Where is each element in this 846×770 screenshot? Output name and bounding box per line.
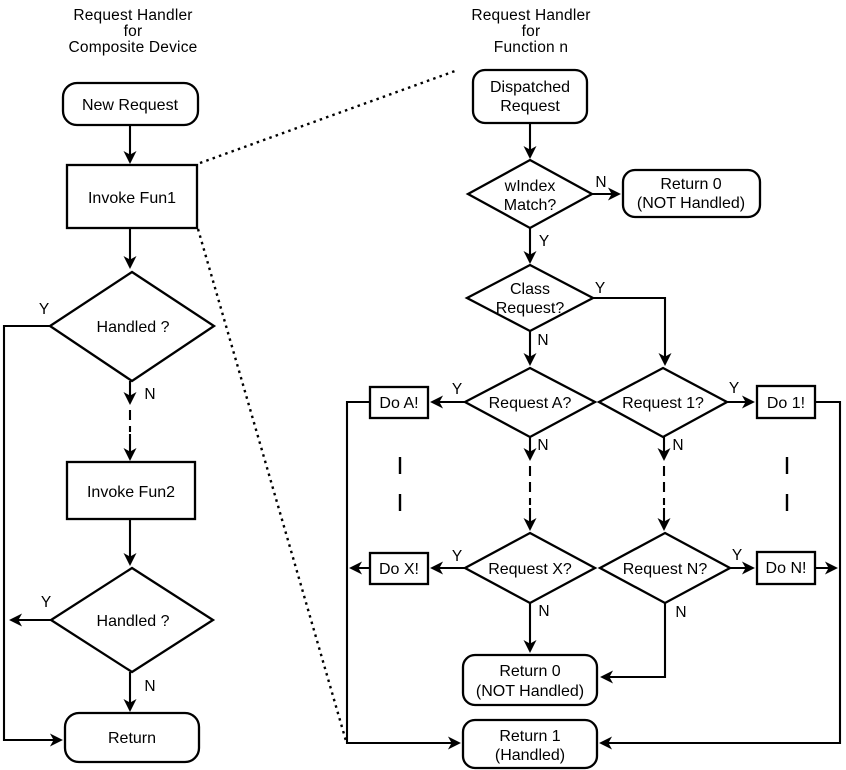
handled1-yes-label: Y xyxy=(39,301,49,318)
windex-yes-label: Y xyxy=(539,233,549,250)
dispatched-request-node xyxy=(471,68,589,125)
line-handled1-yes-rail-to-return xyxy=(2,324,63,747)
return0-bottom-label-line1: Return 0 xyxy=(499,663,560,680)
return0-bottom-label-line2: (NOT Handled) xyxy=(476,683,584,700)
return0-top-label-line1: Return 0 xyxy=(660,176,721,193)
return1-label-line1: Return 1 xyxy=(499,728,560,745)
request-x-decision xyxy=(462,531,598,605)
return0-bottom-node xyxy=(461,653,599,707)
request-1-no-label: N xyxy=(672,437,683,454)
request-1-label: Request 1? xyxy=(622,395,704,412)
handled1-no-label: N xyxy=(144,386,155,403)
invoke-fun1-label: Invoke Fun1 xyxy=(88,190,176,207)
right-title-line3: Function n xyxy=(494,39,568,56)
request-a-decision xyxy=(462,366,598,439)
do-1-node xyxy=(755,384,817,420)
dispatched-request-label-line1: Dispatched xyxy=(490,79,570,96)
handled2-label: Handled ? xyxy=(97,613,170,630)
do-a-node xyxy=(368,385,430,420)
line-do-1-rail-to-return1 xyxy=(599,400,842,750)
left-nodes: New Request Invoke Fun1 Handled ? Invoke… xyxy=(47,81,217,764)
do-1-label: Do 1! xyxy=(767,395,805,412)
callout-dotted-line-top xyxy=(199,69,456,165)
invoke-fun1-node xyxy=(65,163,199,230)
request-n-decision xyxy=(597,531,733,605)
request-x-yes-label: Y xyxy=(452,548,462,565)
windex-match-label-line2: Match? xyxy=(504,197,557,214)
windex-no-label: N xyxy=(595,174,606,191)
request-a-no-label: N xyxy=(537,437,548,454)
zoom-callout-lines xyxy=(196,69,456,742)
request-n-label: Request N? xyxy=(623,561,708,578)
do-x-label: Do X! xyxy=(379,561,419,578)
request-x-no-label: N xyxy=(538,603,549,620)
windex-match-decision xyxy=(465,158,595,230)
request-a-yes-label: Y xyxy=(452,381,462,398)
dispatched-request-label-line2: Request xyxy=(500,98,560,115)
arrow-class-yes-to-request-1 xyxy=(593,296,672,366)
line-do-a-rail-to-return1 xyxy=(345,400,461,750)
request-n-yes-label: Y xyxy=(732,547,742,564)
new-request-node xyxy=(61,81,200,127)
right-title-line2: for xyxy=(522,23,541,40)
return1-label-line2: (Handled) xyxy=(495,747,565,764)
left-title-line1: Request Handler xyxy=(73,7,192,24)
arrow-request-n-no-to-return0 xyxy=(600,603,667,684)
request-1-yes-label: Y xyxy=(729,380,739,397)
class-no-label: N xyxy=(537,332,548,349)
handled1-label: Handled ? xyxy=(97,319,170,336)
class-yes-label: Y xyxy=(595,280,605,297)
return1-node xyxy=(461,718,599,770)
right-branch-labels: N Y Y N Y N Y N Y N Y N xyxy=(452,174,742,621)
request-x-label: Request X? xyxy=(488,561,572,578)
handled1-decision xyxy=(47,270,217,383)
left-title-line3: Composite Device xyxy=(69,39,198,56)
do-x-node xyxy=(368,551,430,586)
return0-top-node xyxy=(621,168,762,219)
right-connectors xyxy=(345,123,842,750)
request-1-decision xyxy=(596,366,730,439)
return-label: Return xyxy=(108,730,156,747)
left-branch-labels: Y N Y N xyxy=(39,301,156,695)
request-a-label: Request A? xyxy=(489,395,572,412)
class-request-label-line2: Request? xyxy=(496,300,565,317)
right-nodes: Dispatched Request wIndex Match? Return … xyxy=(368,68,817,770)
left-connectors xyxy=(2,125,137,747)
right-flowchart: Request Handler for Function n xyxy=(345,7,842,770)
class-request-label-line1: Class xyxy=(510,281,550,298)
handled2-decision xyxy=(48,566,216,674)
right-flowchart-title: Request Handler for Function n xyxy=(471,7,590,56)
do-a-label: Do A! xyxy=(379,395,418,412)
left-title-line2: for xyxy=(124,23,143,40)
return-node xyxy=(63,711,201,764)
left-flowchart-title: Request Handler for Composite Device xyxy=(69,7,198,56)
new-request-label: New Request xyxy=(82,97,179,114)
invoke-fun2-label: Invoke Fun2 xyxy=(87,484,175,501)
invoke-fun2-node xyxy=(65,460,197,521)
return0-top-label-line2: (NOT Handled) xyxy=(637,195,745,212)
left-flowchart: Request Handler for Composite Device New… xyxy=(2,7,217,764)
callout-dotted-line-bottom xyxy=(196,228,348,742)
class-request-decision xyxy=(464,263,596,333)
do-n-label: Do N! xyxy=(766,560,807,577)
windex-match-label-line1: wIndex xyxy=(504,178,556,195)
handled2-no-label: N xyxy=(144,678,155,695)
do-n-node xyxy=(755,550,817,586)
right-title-line1: Request Handler xyxy=(471,7,590,24)
handled2-yes-label: Y xyxy=(41,594,51,611)
request-n-no-label: N xyxy=(675,604,686,621)
